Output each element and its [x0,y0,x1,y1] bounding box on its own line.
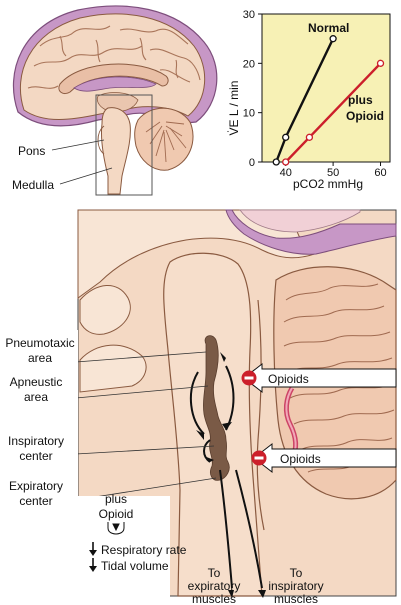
y-axis-label: V̇E L / min [227,81,241,136]
lower-left-label-bg [0,330,170,600]
label-to-inspiratory-2: inspiratory [268,579,323,593]
lateral-ventricle [73,76,157,92]
y-axis-title: V̇E L / min [227,81,241,136]
data-point [282,133,290,141]
label-to-expiratory-2: expiratory [188,579,241,593]
y-axis-ticks: 0 10 20 30 [243,9,262,169]
y-tick-label: 10 [243,108,255,120]
x-tick-label: 60 [374,167,386,179]
data-point [329,35,337,43]
y-tick-label: 20 [243,58,255,70]
down-arrow-icon [89,542,97,556]
fourth-ventricle-wall [256,299,265,531]
data-point [305,133,314,141]
series-label-opioid: Opioid [346,109,384,123]
label-opioids-bottom: Opioids [280,452,321,466]
label-inspiratory-center: center [19,449,52,463]
label-pneumotaxic-area: area [28,351,52,365]
series-label-plus: plus [348,93,373,107]
label-to-inspiratory-1: To [290,566,303,580]
tissue-lobe-left-lower [79,344,147,393]
label-to-expiratory-3: muscles [192,592,236,605]
inhibit-icon-bar [254,456,264,460]
label-apneustic-area: area [24,390,48,404]
thalamus [96,92,139,112]
ventilation-chart: 0 10 20 30 40 50 60 V̇E L / min pCO2 mmHg Nor… [227,9,391,191]
data-point [376,59,385,67]
inset-box [95,94,153,196]
y-tick-label: 0 [249,157,255,169]
pons-bulge [97,125,105,155]
label-expiratory-center: center [19,494,52,508]
label-expiratory: Expiratory [9,479,63,493]
plot-area [261,13,391,163]
pons-leader [51,139,105,151]
purple-band [225,209,397,255]
pathway-arrowheads [196,352,266,598]
neural-pathway-arrows [189,365,263,589]
x-axis-title: pCO2 mmHg [293,177,363,191]
label-pneumotaxic: Pneumotaxic [5,336,74,350]
label-plus: plus [105,492,127,506]
label-respiratory-rate: Respiratory rate [101,543,187,557]
opioid-branch-arrow [107,522,125,535]
brainstem [101,107,131,195]
tissue-lobe-left [79,285,131,335]
series-layer [272,35,385,166]
label-opioid: Opioid [99,507,134,521]
x-tick-label: 50 [327,167,339,179]
label-tidal-volume: Tidal volume [101,559,169,573]
down-arrow-icon [89,558,97,572]
brain-sagittal-illustration [12,5,218,196]
x-tick-label: 40 [280,167,292,179]
cerebral-gyri [27,25,201,89]
label-opioids-top: Opioids [268,372,309,386]
medulla-leader [59,167,113,185]
label-apneustic: Apneustic [10,375,63,389]
corpus-callosum [58,63,169,95]
label-pons: Pons [18,144,45,158]
label-to-inspiratory-3: muscles [274,592,318,605]
y-tick-label: 30 [243,9,255,21]
inhibit-icon-bar [244,376,254,380]
cerebellar-folia [145,121,187,163]
respiratory-nuclei [203,335,230,481]
series-label-normal: Normal [308,21,349,35]
label-to-expiratory-1: To [208,566,221,580]
data-point [282,158,290,166]
pink-membrane [239,209,361,233]
cerebellum [134,107,194,171]
opioid-arrow-top [241,362,397,394]
data-point [272,158,280,166]
label-inspiratory: Inspiratory [8,434,64,448]
brainstem-detail-panel: Opioids Opioids [0,209,397,600]
label-medulla: Medulla [12,178,54,192]
opioid-arrow-bottom [251,442,397,474]
